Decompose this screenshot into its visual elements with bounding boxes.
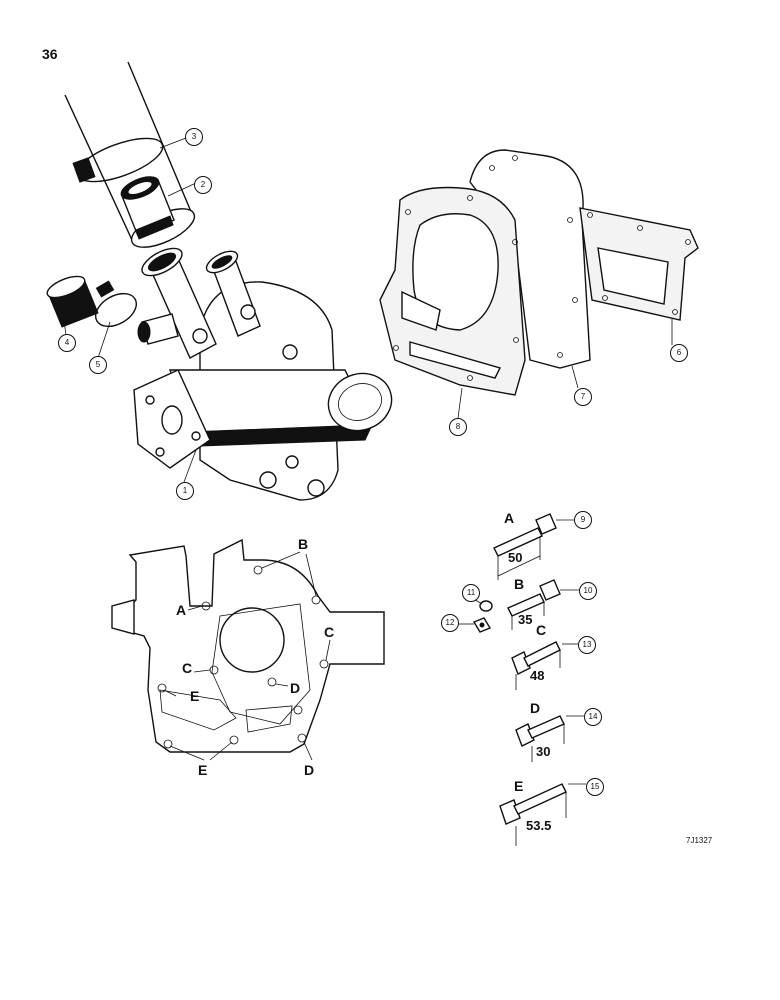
callout-9: 9 <box>574 511 592 529</box>
housing-letter-c-left: C <box>182 660 193 676</box>
callout-13: 13 <box>578 636 596 654</box>
pump-gasket <box>379 186 526 396</box>
bolt-15 <box>499 783 567 846</box>
callout-3: 3 <box>185 128 203 146</box>
washer-11 <box>479 600 493 612</box>
callout-5: 5 <box>89 356 107 374</box>
nut-12 <box>472 617 492 633</box>
housing-outline <box>111 538 385 753</box>
housing-letter-e-left: E <box>190 688 200 704</box>
callout-8: 8 <box>449 418 467 436</box>
hose-clamp <box>72 137 164 183</box>
bolt-10-letter: B <box>514 576 525 592</box>
hose-sleeve <box>120 176 175 240</box>
housing-leaders <box>163 551 331 761</box>
bolt-14-length: 30 <box>536 744 551 759</box>
small-hose <box>46 275 99 328</box>
bolt-10-length: 35 <box>518 612 533 627</box>
small-clip <box>95 280 137 328</box>
callout-1: 1 <box>176 482 194 500</box>
bolt-13 <box>511 641 561 690</box>
bolt-15-length: 53.5 <box>526 818 552 833</box>
bolt-14 <box>515 715 565 762</box>
bolt-9-length: 50 <box>508 550 523 565</box>
housing-letter-b: B <box>298 536 309 552</box>
callout-7: 7 <box>574 388 592 406</box>
callout-6: 6 <box>670 344 688 362</box>
bolt-14-letter: D <box>530 700 541 716</box>
housing-letter-a: A <box>176 602 187 618</box>
callout-11: 11 <box>462 584 480 602</box>
housing-letter-e-bottom: E <box>198 762 208 778</box>
bolt-13-letter: C <box>536 622 547 638</box>
callout-10: 10 <box>579 582 597 600</box>
bolt-13-length: 48 <box>530 668 545 683</box>
housing-letter-d-bottom: D <box>304 762 315 778</box>
callout-14: 14 <box>584 708 602 726</box>
callout-12: 12 <box>441 614 459 632</box>
housing-letter-d-mid: D <box>290 680 301 696</box>
bolt-15-letter: E <box>514 778 524 794</box>
bolt-9-letter: A <box>504 510 515 526</box>
cover-gasket <box>579 207 699 321</box>
bolt-10 <box>507 579 561 630</box>
callout-leaders <box>61 137 673 785</box>
figure-code: 7J1327 <box>686 836 713 845</box>
callout-4: 4 <box>58 334 76 352</box>
water-pump <box>133 247 393 501</box>
bolt-9 <box>493 513 557 580</box>
callout-2: 2 <box>194 176 212 194</box>
housing-letter-c-right: C <box>324 624 335 640</box>
callout-15: 15 <box>586 778 604 796</box>
page-number: 36 <box>42 46 58 62</box>
